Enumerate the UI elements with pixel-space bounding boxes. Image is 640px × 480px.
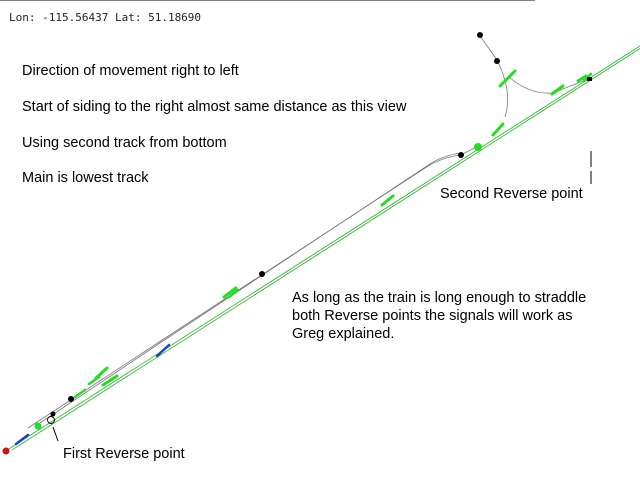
reverse-point-ring — [47, 416, 55, 424]
note-second-track: Using second track from bottom — [22, 135, 227, 151]
note-explanation-line1: As long as the train is long enough to s… — [292, 290, 587, 306]
note-explanation-line2: both Reverse points the signals will wor… — [292, 308, 573, 324]
signal-marker — [550, 84, 565, 96]
signal-marker — [73, 388, 87, 399]
switch-marker[interactable] — [587, 77, 592, 81]
switch-markers — [50, 32, 592, 417]
reverse-point-markers — [34, 143, 482, 430]
signal-marker — [576, 74, 588, 83]
spur-track — [477, 32, 509, 118]
main-tracks — [3, 45, 640, 453]
switch-marker[interactable] — [494, 58, 500, 64]
top-divider — [0, 0, 535, 1]
note-siding-start: Start of siding to the right almost same… — [22, 99, 407, 115]
switch-marker[interactable] — [68, 396, 74, 402]
signal-marker — [491, 122, 505, 137]
note-main-track: Main is lowest track — [22, 170, 149, 186]
main-track — [3, 45, 640, 453]
signal-marker — [380, 194, 395, 207]
switch-marker[interactable] — [458, 152, 464, 158]
signal-marker — [87, 375, 101, 386]
signal-marker-blue — [155, 343, 171, 358]
signals — [14, 69, 593, 446]
note-explanation-line3: Greg explained. — [292, 326, 395, 342]
signal-marker — [101, 374, 119, 387]
second-reverse-point-marker[interactable] — [474, 143, 482, 151]
signal-marker — [498, 69, 517, 88]
siding-track-middle — [27, 154, 461, 429]
first-reverse-pointer — [52, 426, 59, 442]
train-marker[interactable] — [2, 447, 10, 455]
first-reverse-point-marker[interactable] — [34, 422, 42, 430]
wye-track — [508, 76, 589, 94]
coordinate-readout: Lon: -115.56437 Lat: 51.18690 — [9, 11, 202, 24]
label-second-reverse-point: Second Reverse point — [440, 186, 583, 202]
switch-marker[interactable] — [50, 411, 56, 417]
note-direction: Direction of movement right to left — [22, 63, 239, 79]
signal-marker — [227, 288, 240, 299]
switch-marker[interactable] — [477, 32, 483, 38]
second-track — [11, 48, 640, 451]
siding-tracks — [27, 32, 589, 429]
switch-marker[interactable] — [259, 271, 265, 277]
label-first-reverse-point: First Reverse point — [63, 446, 185, 462]
signal-marker — [222, 286, 238, 299]
siding-track-upper — [39, 152, 461, 424]
signal-marker-blue — [14, 433, 30, 446]
